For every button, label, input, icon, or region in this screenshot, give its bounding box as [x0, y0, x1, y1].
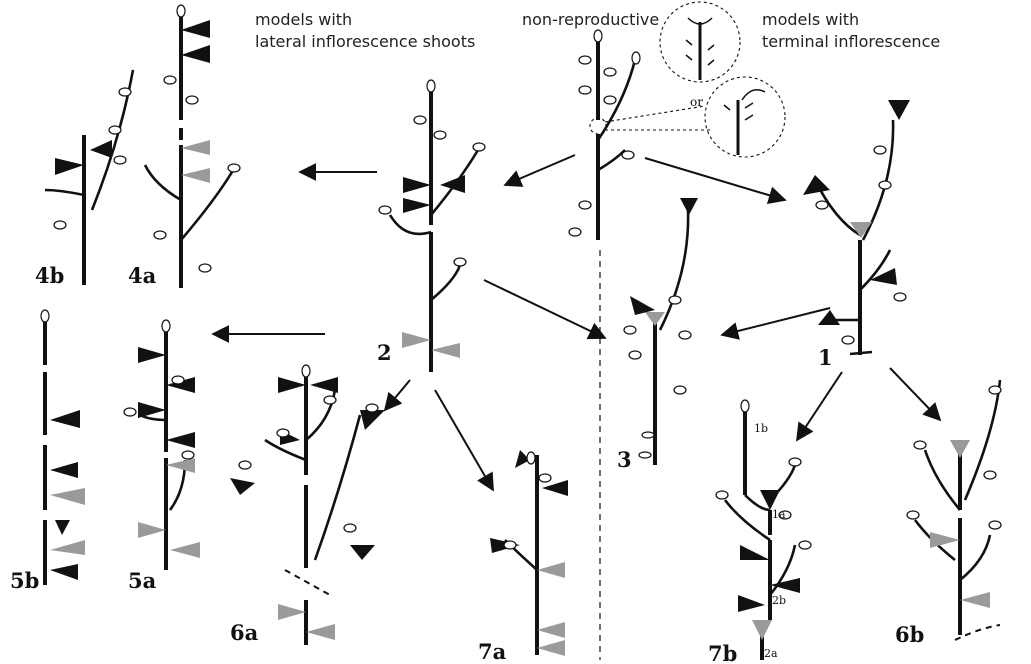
inset-detail-bottom — [705, 77, 785, 157]
header-nonreproductive: non-reproductive — [522, 10, 659, 29]
model-label-7a: 7a — [478, 639, 507, 664]
model-6b — [907, 380, 1001, 640]
header-lateral-line1: models with — [255, 10, 352, 29]
model-nonreproductive — [569, 30, 640, 240]
model-label-4a: 4a — [128, 263, 157, 288]
model-7a — [490, 450, 568, 656]
model-label-5b: 5b — [10, 568, 39, 593]
model-5b — [41, 310, 85, 585]
model-4b — [45, 70, 133, 285]
model-label-3: 3 — [617, 447, 632, 472]
node-label-1a: 1a — [772, 508, 786, 521]
model-2 — [379, 80, 485, 372]
header-lateral-line2: lateral inflorescence shoots — [255, 32, 475, 51]
model-label-6a: 6a — [230, 620, 259, 645]
node-label-2b: 2b — [772, 594, 786, 607]
model-label-2: 2 — [377, 340, 392, 365]
inset-detail-top — [660, 2, 740, 82]
model-label-4b: 4b — [35, 263, 64, 288]
arrow-2-to-7a — [435, 390, 493, 490]
arrow-1-to-3 — [722, 308, 830, 335]
arrow-nonrepro-to-2 — [505, 155, 575, 185]
model-1 — [803, 100, 910, 355]
model-5a — [124, 320, 200, 570]
node-label-1b: 1b — [754, 422, 768, 435]
model-label-5a: 5a — [128, 568, 157, 593]
arrow-1-to-7b — [797, 372, 842, 440]
model-6a — [230, 365, 385, 645]
model-label-1: 1 — [818, 345, 833, 370]
header-terminal-line1: models with — [762, 10, 859, 29]
inset-connector-1 — [605, 106, 705, 122]
arrow-2-to-6a — [385, 380, 410, 410]
arrow-2-to-3 — [484, 280, 605, 338]
model-label-6b: 6b — [895, 622, 924, 647]
header-terminal-line2: terminal inflorescence — [762, 32, 940, 51]
node-label-2a: 2a — [764, 647, 778, 660]
model-3 — [624, 198, 698, 465]
arrow-1-to-6b — [890, 368, 940, 420]
model-label-7b: 7b — [708, 641, 737, 664]
arrow-nonrepro-to-1 — [645, 158, 785, 200]
model-4a — [145, 5, 240, 288]
